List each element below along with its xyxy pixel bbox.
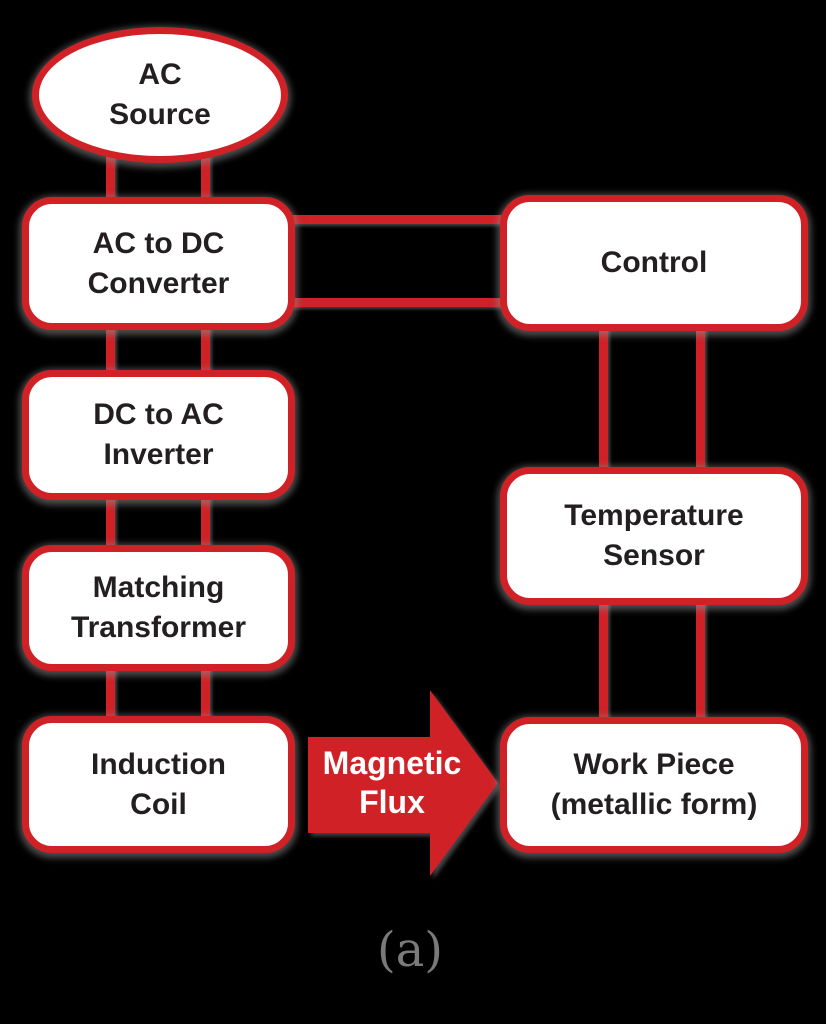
edge-acsource-converter-left (106, 148, 115, 206)
node-induction-coil: Induction Coil (22, 716, 295, 853)
node-matching-transformer-label: Matching Transformer (70, 571, 247, 644)
node-dc-to-ac-inverter-label: DC to AC Inverter (93, 398, 224, 471)
edge-converter-control-top (290, 215, 505, 224)
edge-transformer-coil-right (201, 665, 210, 722)
node-work-piece-label: Work Piece (metallic form) (550, 748, 758, 821)
edge-converter-control-bottom (290, 298, 505, 307)
edge-tempsensor-workpiece-right (696, 598, 705, 723)
edge-converter-inverter-right (201, 324, 210, 376)
node-dc-to-ac-inverter: DC to AC Inverter (22, 370, 295, 500)
node-induction-coil-label: Induction Coil (91, 747, 226, 821)
magnetic-flux-arrow (308, 690, 498, 876)
edge-inverter-transformer-left (106, 494, 115, 551)
figure-caption: (a) (376, 922, 444, 978)
node-work-piece: Work Piece (metallic form) (500, 717, 808, 853)
node-ac-to-dc-converter: AC to DC Converter (22, 197, 295, 330)
edge-tempsensor-workpiece-left (599, 598, 608, 723)
edge-control-tempsensor-right (696, 324, 705, 474)
node-ac-source-label: AC Source (109, 58, 211, 131)
edge-acsource-converter-right (201, 148, 210, 206)
magnetic-flux-label: Magnetic Flux (322, 745, 462, 821)
edge-transformer-coil-left (106, 665, 115, 722)
node-temperature-sensor: Temperature Sensor (500, 467, 808, 605)
node-control: Control (500, 195, 808, 331)
arrow-shape (308, 690, 498, 876)
node-matching-transformer: Matching Transformer (22, 545, 295, 671)
edge-control-tempsensor-left (599, 324, 608, 474)
edge-inverter-transformer-right (201, 494, 210, 551)
edge-converter-inverter-left (106, 324, 115, 376)
node-temperature-sensor-label: Temperature Sensor (564, 499, 744, 572)
node-ac-source: AC Source (32, 27, 288, 163)
node-control-label: Control (600, 246, 708, 280)
node-ac-to-dc-converter-label: AC to DC Converter (87, 226, 230, 300)
